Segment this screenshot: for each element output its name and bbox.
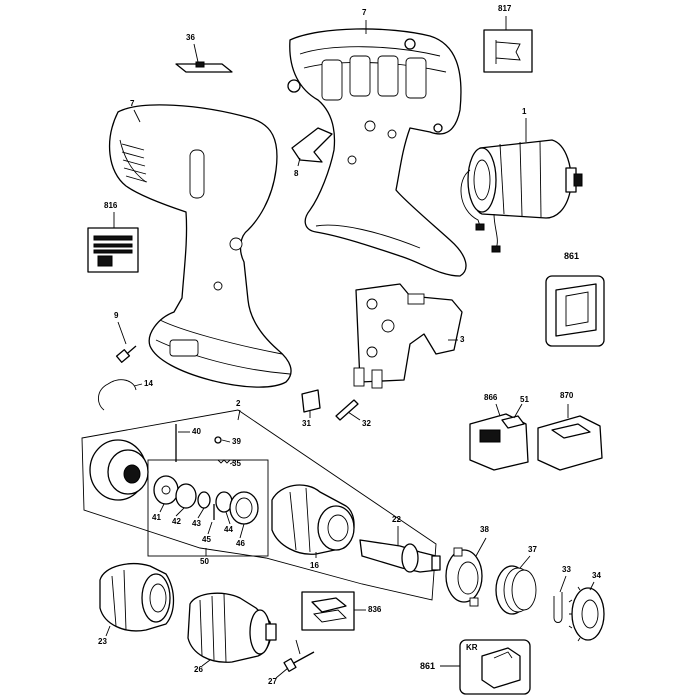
callout-2: 2 [236, 399, 241, 408]
gearbox-group-outline [81, 409, 437, 601]
callout-33: 33 [562, 565, 571, 574]
callout-8: 8 [294, 169, 299, 178]
part-8-bracket [291, 127, 333, 163]
callout-42: 42 [172, 517, 181, 526]
callout-36: 36 [186, 33, 195, 42]
callout-870: 870 [560, 391, 574, 400]
callout-22: 22 [392, 515, 401, 524]
gear-ring-left [89, 439, 149, 501]
callout-51: 51 [520, 395, 529, 404]
callout-43: 43 [192, 519, 201, 528]
callout-50: 50 [200, 557, 209, 566]
callout-1: 1 [522, 107, 527, 116]
part-1-motor [460, 139, 583, 253]
part-836-card [301, 591, 355, 631]
callout-35: 35 [232, 459, 241, 468]
callout-34: 34 [592, 571, 601, 580]
part-35-spring [217, 459, 231, 464]
housing-left-half [108, 104, 292, 388]
part-9-screw [115, 345, 137, 363]
label-817-card [483, 29, 533, 73]
callout-23: 23 [98, 637, 107, 646]
callout-7-left: 7 [130, 99, 135, 108]
callout-7-top: 7 [362, 8, 367, 17]
callout-26: 26 [194, 665, 203, 674]
callout-44: 44 [224, 525, 233, 534]
callout-46: 46 [236, 539, 245, 548]
part-16-gearbox-housing [271, 484, 355, 555]
callout-14: 14 [144, 379, 153, 388]
callout-37: 37 [528, 545, 537, 554]
label-816-card [87, 227, 139, 273]
planet-carrier-41 [153, 475, 179, 505]
callout-39: 39 [232, 437, 241, 446]
charger-870 [537, 415, 603, 471]
callout-45: 45 [202, 535, 211, 544]
callout-817: 817 [498, 4, 512, 13]
callout-866: 866 [484, 393, 498, 402]
part-27-screw [283, 651, 315, 672]
case-861-top [545, 275, 605, 347]
callout-32: 32 [362, 419, 371, 428]
washer-43 [197, 491, 211, 509]
ring-gear-46 [229, 491, 259, 525]
callout-816: 816 [104, 201, 118, 210]
part-37-spring [495, 565, 537, 615]
callout-40: 40 [192, 427, 201, 436]
part-14-spring-clip [98, 379, 137, 411]
callout-9: 9 [114, 311, 119, 320]
housing-right-half [287, 28, 467, 277]
gear-42 [175, 483, 197, 509]
kit-label-kr: KR [466, 643, 478, 652]
callout-16: 16 [310, 561, 319, 570]
part-31-clip [301, 389, 321, 413]
part-33-u-pin [553, 592, 563, 623]
part-3-switch [353, 283, 463, 389]
part-32-blade [335, 399, 359, 421]
part-38-clutch [445, 547, 483, 607]
part-23-collar [99, 563, 175, 632]
callout-38: 38 [480, 525, 489, 534]
battery-866 [469, 413, 529, 471]
part-22-spindle [359, 539, 441, 573]
part-26-chuck [187, 592, 277, 663]
part-34-gear [568, 586, 605, 642]
callout-27: 27 [268, 677, 277, 686]
part-36-clip [175, 61, 233, 73]
callout-861-bottom: 861 [420, 661, 436, 671]
callout-41: 41 [152, 513, 161, 522]
vent-slots [121, 143, 148, 183]
case-861-kr [459, 639, 531, 695]
callout-31: 31 [302, 419, 311, 428]
callout-861-top: 861 [564, 251, 580, 261]
callout-3: 3 [460, 335, 465, 344]
callout-836: 836 [368, 605, 382, 614]
part-39-ball [214, 436, 222, 444]
leader-lines [105, 16, 595, 679]
